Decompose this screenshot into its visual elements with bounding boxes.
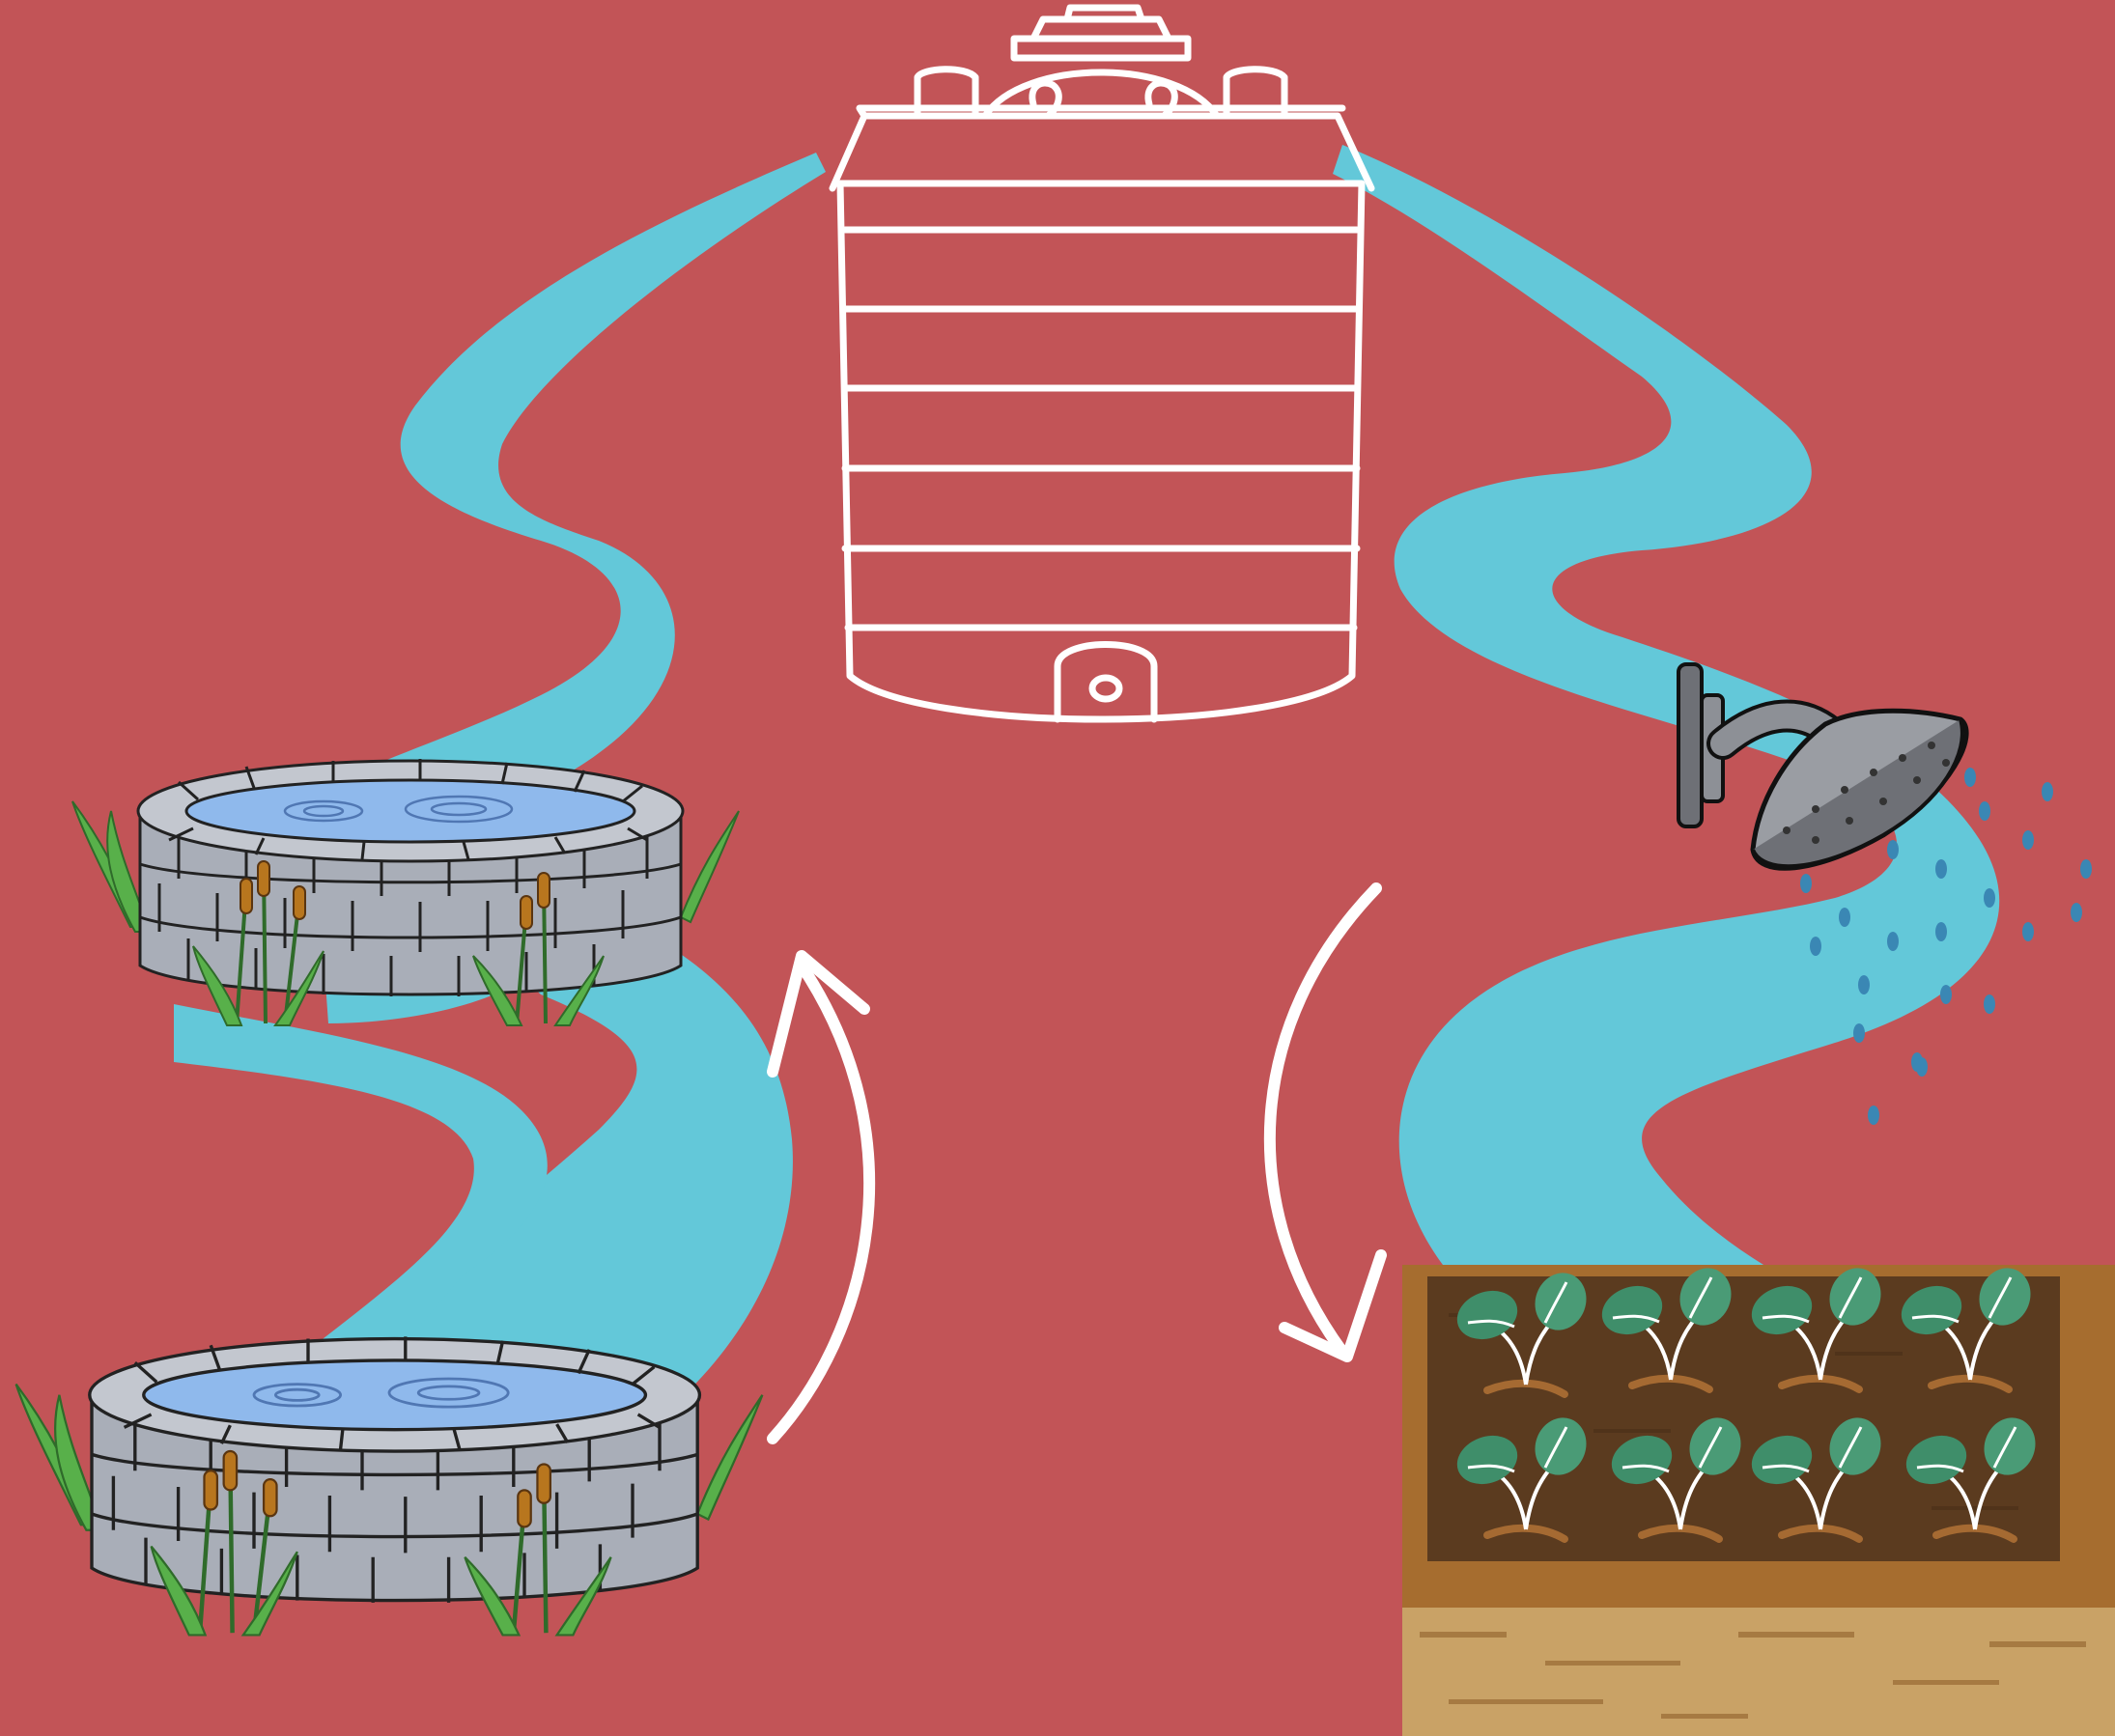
curved-arrow-up-icon [767,950,876,1444]
curved-arrow-down-icon [1263,882,1387,1362]
right-river [1333,145,2000,1294]
shower-head-icon [1677,662,1969,871]
raised-garden-bed-icon [1402,1261,2115,1736]
storage-tank-icon [829,4,1375,723]
left-river [174,153,826,1448]
water-drops [1800,768,2092,1125]
